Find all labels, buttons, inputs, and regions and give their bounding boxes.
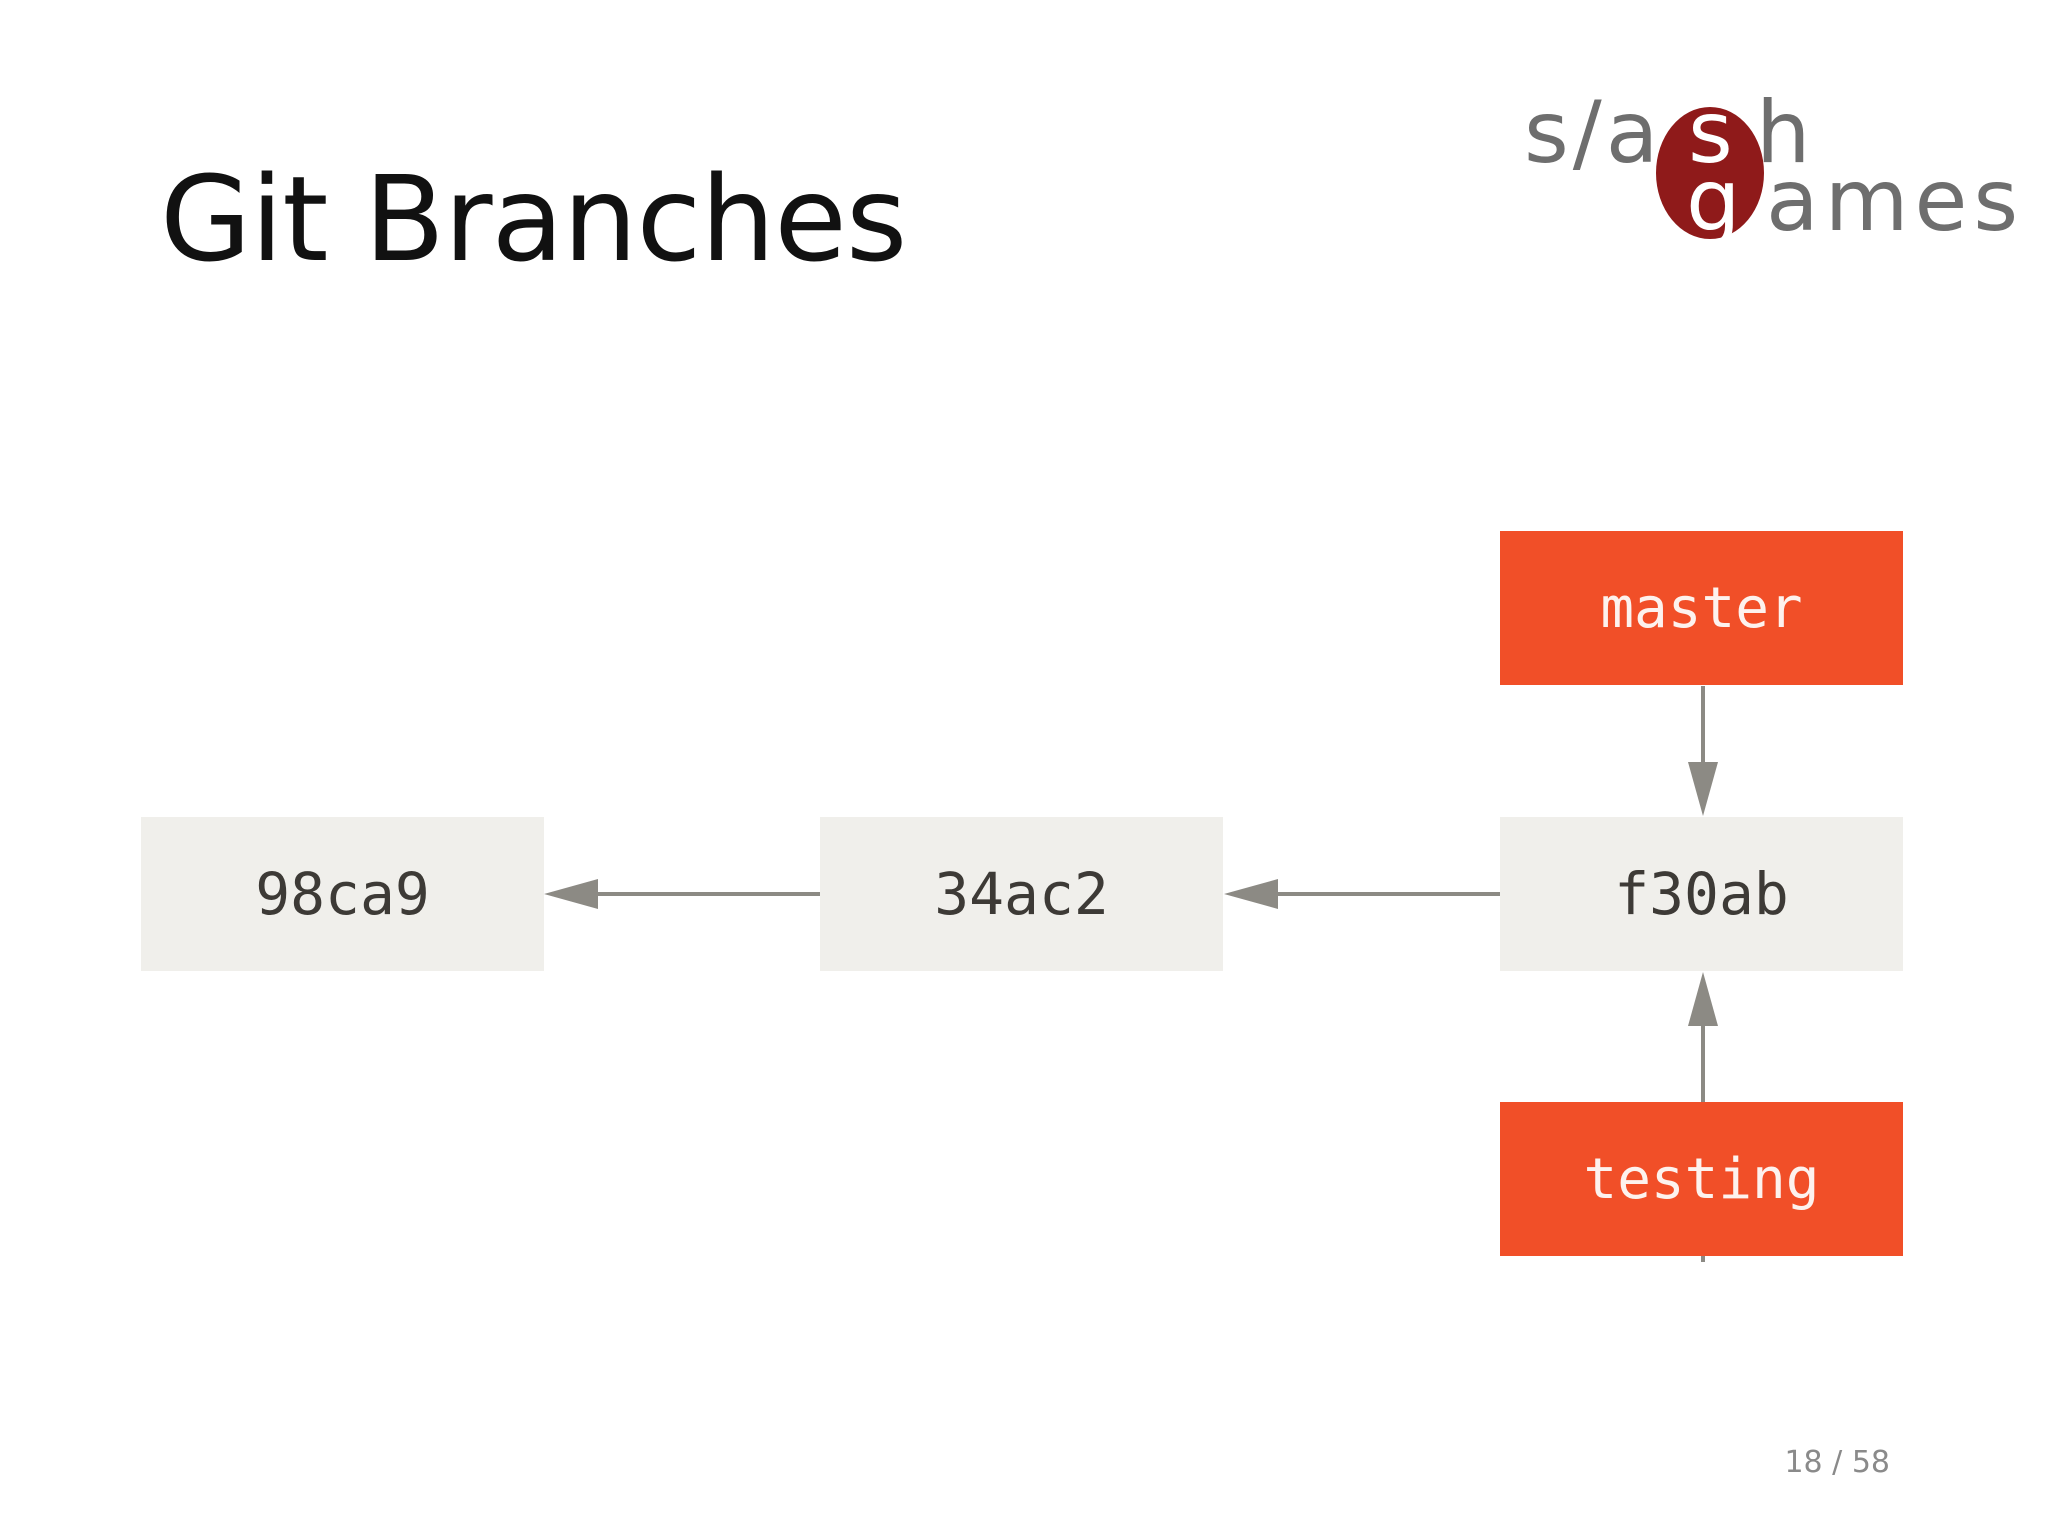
arrowhead-34ac2 (1224, 879, 1278, 909)
logo-line2: ames (1766, 151, 2024, 250)
slide-title: Git Branches (160, 150, 907, 288)
commit-98ca9: 98ca9 (141, 817, 544, 971)
branch-label: master (1600, 575, 1803, 641)
arrowhead-98ca9 (544, 879, 598, 909)
arrowhead-testing (1688, 972, 1718, 1026)
slash-games-logo: s/a s h g ames (1524, 83, 2024, 250)
branch-label: testing (1583, 1146, 1820, 1212)
logo-s-letter: s (1688, 83, 1733, 183)
commit-f30ab: f30ab (1500, 817, 1903, 971)
commit-label: 98ca9 (255, 860, 430, 928)
logo-red-ellipse (1656, 107, 1764, 239)
page-number: 18 / 58 (1784, 1445, 1890, 1480)
arrowhead-master (1688, 762, 1718, 816)
branch-master: master (1500, 531, 1903, 685)
branch-testing: testing (1500, 1102, 1903, 1256)
logo-line1: s/a (1524, 83, 1662, 183)
commit-label: 34ac2 (934, 860, 1109, 928)
logo-g-letter: g (1686, 151, 1741, 250)
commit-label: f30ab (1614, 860, 1789, 928)
logo-line1-end: h (1756, 83, 1811, 183)
commit-34ac2: 34ac2 (820, 817, 1223, 971)
